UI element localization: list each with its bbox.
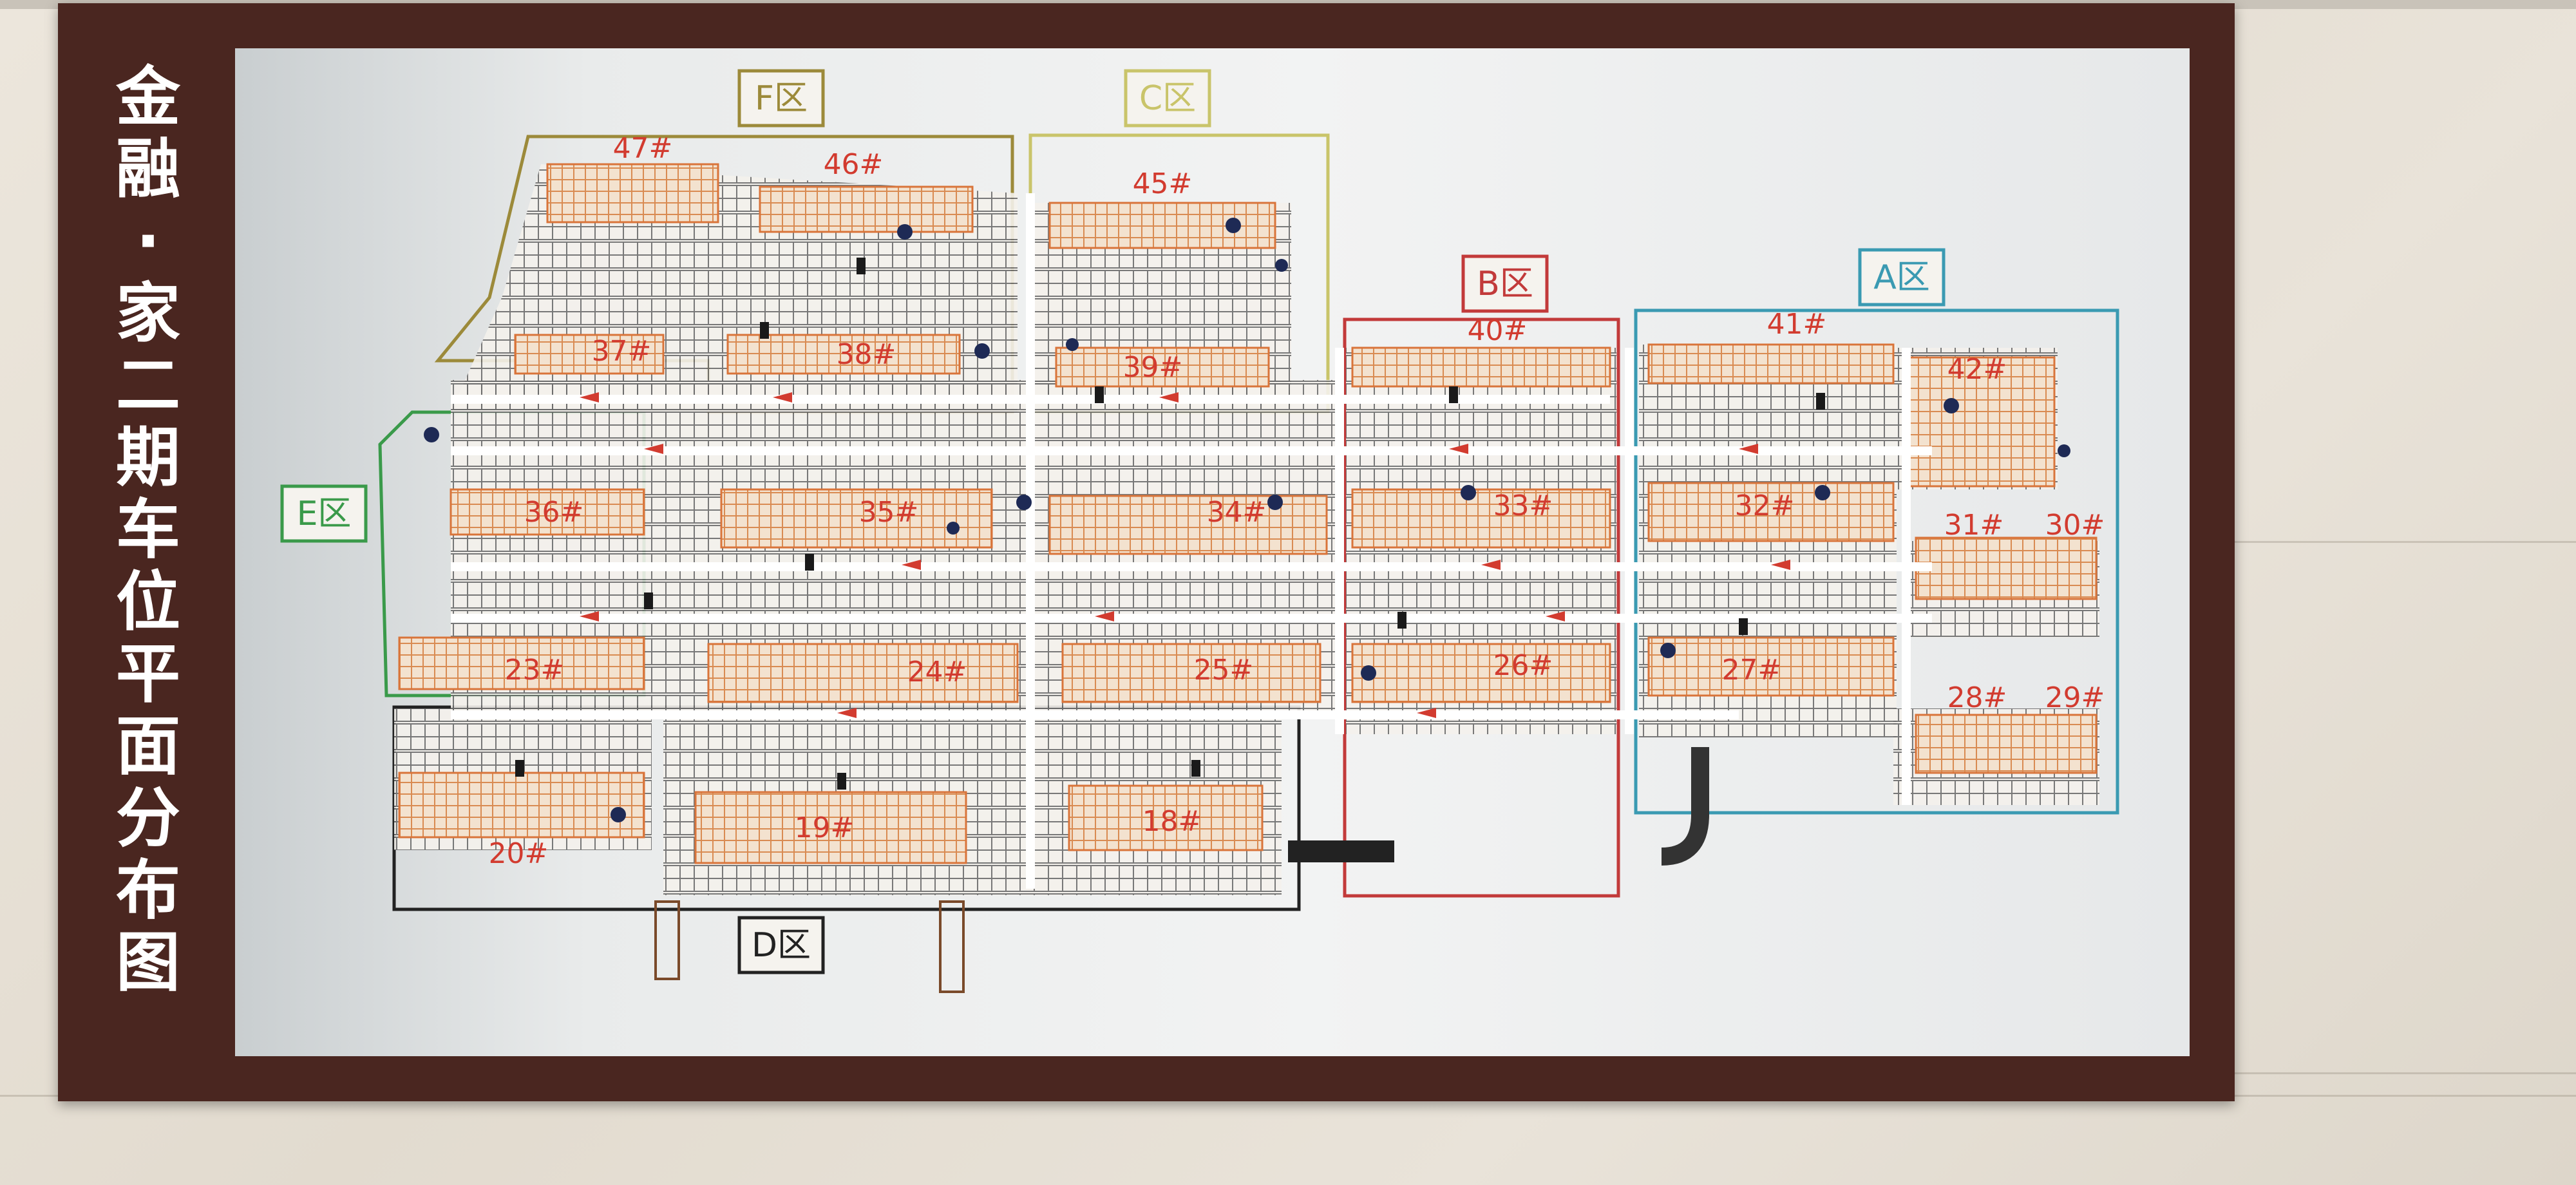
title-char: 车 [116,492,180,567]
building-label: 36# [524,496,584,529]
zone-tag-b: B区 [1461,254,1549,313]
zone-label-f: F区 [755,79,808,118]
zone-label-a: A区 [1873,258,1930,297]
building-label: 23# [505,654,565,687]
drive-lanes [451,193,1932,889]
building-label: 40# [1468,314,1528,347]
title-char: 面 [116,708,180,784]
wall-tile-seam [2235,1072,2576,1074]
building-label: 26# [1493,649,1553,682]
stair-ramps [654,900,965,993]
zone-tag-a: A区 [1858,248,1946,307]
building-label: 30# [2045,509,2105,542]
direction-arrows [580,392,1790,718]
zone-outline-a [1634,308,2119,815]
building-label: 19# [795,811,855,844]
zone-tag-d: D区 [737,916,825,974]
entrance-ramp [1288,840,1394,862]
building-labels: 47# 46# 45# 40# 41# 42# 37# 38# 39# 36# … [489,132,2105,870]
building-label: 20# [489,837,549,870]
building-label: 41# [1767,308,1827,341]
board-title: 金 融 · 家 二 期 车 位 平 面 分 布 图 [93,61,203,999]
building-label: 39# [1123,351,1183,384]
title-char: 分 [116,781,180,856]
building-label: 46# [824,148,884,181]
title-char: 家 [116,276,180,351]
zone-label-e: E区 [297,495,352,533]
title-char: 期 [116,420,180,495]
building-label: 31# [1944,509,2004,542]
building-label: 37# [592,335,652,368]
building-label: 32# [1735,489,1795,522]
title-char: 融 [116,131,180,207]
building-label: 25# [1194,654,1254,687]
building-label: 45# [1133,167,1193,200]
building-footprints [398,163,2098,864]
title-char: 金 [116,59,180,135]
stairwell-markers [424,218,2070,822]
title-char: 布 [116,853,180,928]
building-label: 29# [2045,681,2105,714]
exit-ramp-curve [1661,747,1709,866]
zone-tag-c: C区 [1124,69,1211,128]
structural-columns [515,258,1825,790]
zone-tag-f: F区 [737,69,825,128]
building-label: 42# [1947,353,2007,386]
zone-tag-e: E区 [280,484,368,543]
building-label: 47# [613,132,673,165]
building-label: 38# [837,338,896,371]
building-label: 18# [1142,805,1202,838]
wall-tile-seam [2228,541,2576,543]
building-label: 27# [1722,654,1782,687]
title-char: 位 [116,564,180,640]
building-label: 28# [1947,681,2007,714]
title-char: 图 [116,925,180,1000]
title-char: 二 [116,348,180,423]
building-label: 33# [1493,489,1553,522]
building-label: 34# [1207,496,1267,529]
zone-outline-b [1343,318,1620,898]
zone-label-b: B区 [1477,265,1533,303]
zone-label-d: D区 [752,926,811,965]
title-char: · [136,204,160,279]
title-char: 平 [116,636,180,712]
building-label: 35# [859,496,919,529]
building-label: 24# [907,656,967,688]
zone-label-c: C区 [1139,79,1196,118]
